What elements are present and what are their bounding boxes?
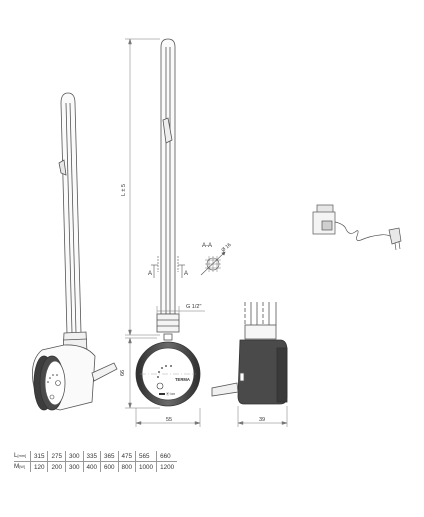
table-cell: 600 <box>100 461 119 472</box>
table-cell: 335 <box>82 451 101 462</box>
table-cell: 300 <box>64 461 83 472</box>
table-cell: 1200 <box>156 461 178 472</box>
table-cell: 475 <box>117 451 136 462</box>
section-mark-left: A <box>148 271 152 277</box>
section-marks <box>151 256 185 278</box>
dimension-lines <box>125 38 288 427</box>
isometric-heater-dial <box>47 374 61 400</box>
table-cell: 275 <box>47 451 66 462</box>
isometric-heater-view <box>32 92 118 411</box>
length-dimension-label: L ± 5 <box>121 184 127 196</box>
plug-icon <box>312 204 402 251</box>
thread-label: G 1/2" <box>186 304 201 310</box>
front-width-label: 55 <box>166 417 172 423</box>
table-row-power: M[W] 120 200 300 400 600 800 1000 1200 <box>14 461 178 472</box>
table-cell: 365 <box>100 451 119 462</box>
spec-table: L[mm] 315 275 300 335 365 475 565 660 M[… <box>14 451 178 472</box>
table-row-length: L[mm] 315 275 300 335 365 475 565 660 <box>14 451 178 462</box>
side-view <box>211 302 288 405</box>
section-aa-label: A-A <box>202 243 212 249</box>
table-cell: 660 <box>156 451 178 462</box>
table-cell: 800 <box>117 461 136 472</box>
diameter-label: Ø 16 <box>220 242 232 254</box>
section-aa-detail <box>200 251 226 276</box>
small-logo-text: ⦿ ion <box>166 391 175 396</box>
row-header-power: M[W] <box>14 463 25 470</box>
table-cell: 300 <box>64 451 83 462</box>
table-cell: 400 <box>82 461 101 472</box>
table-cell: 315 <box>29 451 48 462</box>
table-cell: 1000 <box>135 461 157 472</box>
side-width-label: 39 <box>259 417 265 423</box>
table-cell: 565 <box>135 451 157 462</box>
height-dimension-label: 66 <box>120 370 126 376</box>
table-cell: 120 <box>29 461 48 472</box>
row-header-length: L[mm] <box>14 451 31 462</box>
table-cell: 200 <box>47 461 66 472</box>
front-view-dial-marks <box>156 365 172 395</box>
brand-label: TERMA <box>175 377 190 382</box>
section-mark-right: A <box>184 271 188 277</box>
front-view <box>135 38 201 407</box>
